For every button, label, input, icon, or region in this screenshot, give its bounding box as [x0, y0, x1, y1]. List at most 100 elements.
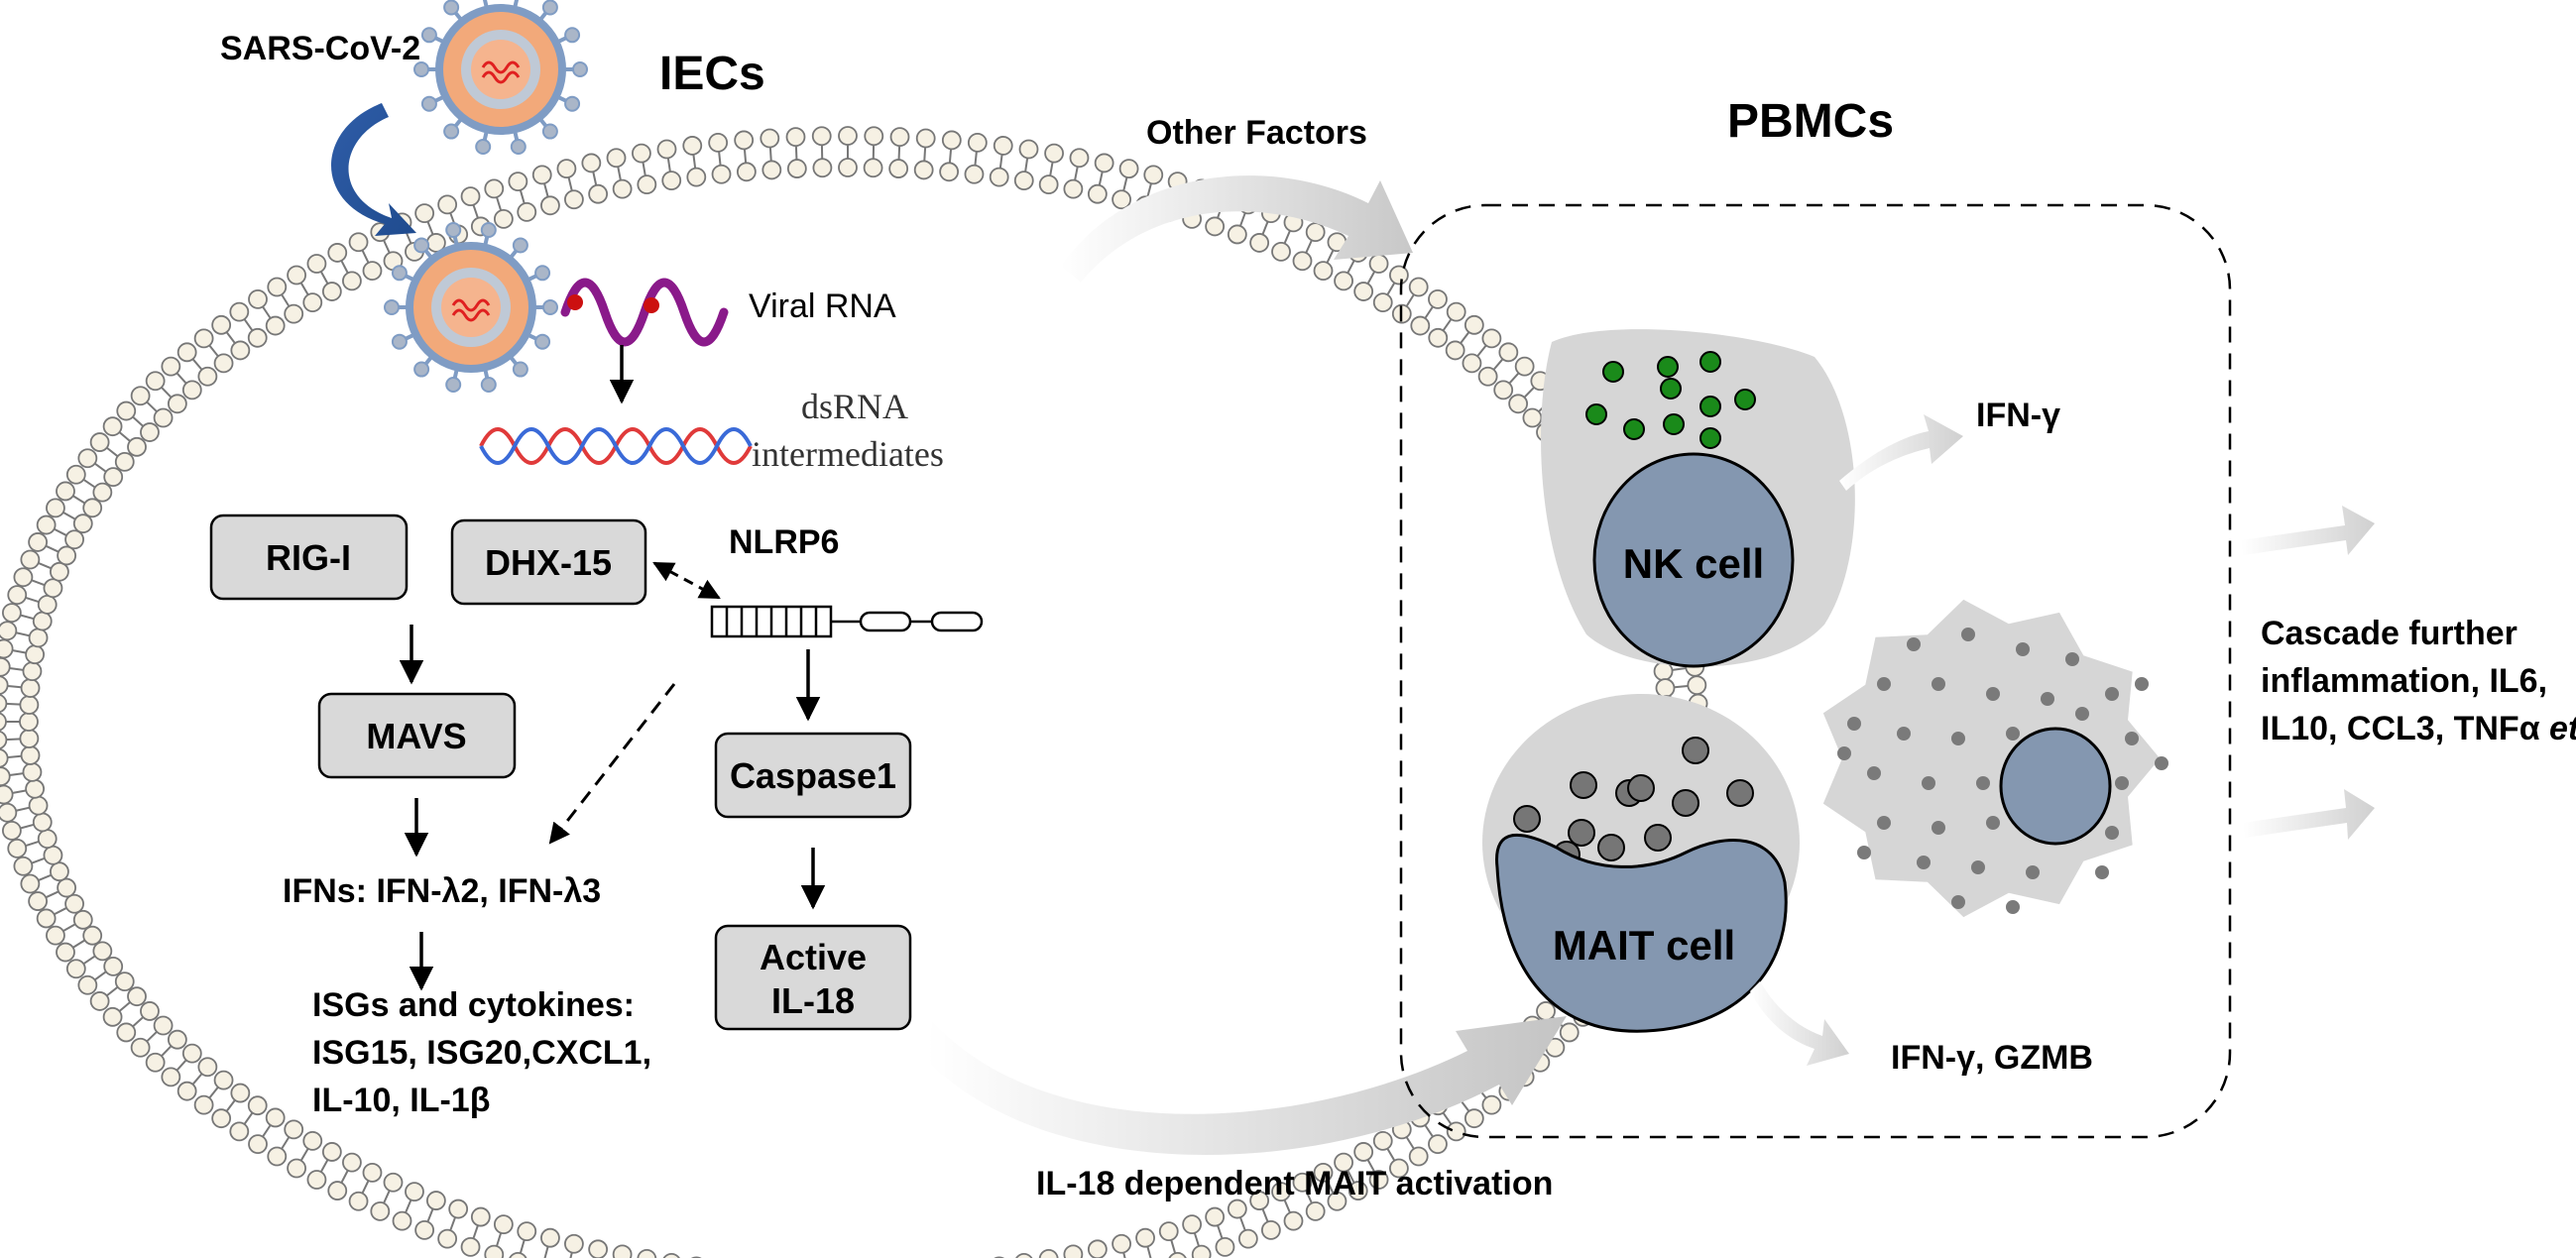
nk-granule-icon	[1585, 403, 1607, 425]
nk-ifn-arrow	[1839, 414, 1963, 491]
spiky-granule-icon	[1877, 816, 1891, 830]
spiky-granule-icon	[2065, 652, 2079, 666]
mavs-box: MAVS	[317, 692, 517, 779]
nk-cell-label: NK cell	[1623, 540, 1764, 587]
spiky-granule-icon	[2125, 732, 2139, 745]
spiky-granule-icon	[1951, 895, 1965, 909]
viral-rna-icon	[560, 278, 729, 347]
nlrp6-label: NLRP6	[729, 523, 839, 561]
mait-granule-icon	[1597, 834, 1625, 861]
spiky-granule-icon	[1961, 628, 1975, 641]
svg-text:RIG-I: RIG-I	[266, 537, 351, 578]
spiky-granule-icon	[1867, 766, 1881, 780]
nk-granule-icon	[1699, 351, 1721, 373]
caspase1-box: Caspase1	[714, 732, 912, 819]
isgs-line3: IL-10, IL-1β	[312, 1082, 490, 1119]
spiky-granule-icon	[2041, 692, 2054, 706]
dsrna-label-line2: intermediates	[752, 434, 944, 474]
mait-ifn-arrow	[1750, 981, 1849, 1066]
spiky-granule-icon	[2016, 642, 2030, 656]
nk-granule-icon	[1699, 427, 1721, 449]
cascade-line1: Cascade further	[2261, 615, 2517, 652]
svg-text:MAVS: MAVS	[366, 716, 466, 756]
pbmc-region	[1399, 203, 2232, 1139]
arrow-nlrp6-to-ifns	[548, 683, 676, 845]
virus-particle-outer	[413, 0, 588, 155]
mait-granule-icon	[1726, 779, 1754, 807]
spiky-granule-icon	[2026, 865, 2040, 879]
mait-granule-icon	[1644, 824, 1672, 852]
nk-granule-icon	[1699, 396, 1721, 417]
dsrna-strand-blue-icon	[479, 427, 753, 465]
nk-granule-icon	[1602, 361, 1624, 383]
nk-nucleus	[1592, 452, 1795, 668]
isgs-line2: ISG15, ISG20,CXCL1,	[312, 1034, 651, 1072]
spiky-granule-icon	[2075, 707, 2089, 721]
rna-marker-icon	[567, 294, 583, 310]
cascade-line3: IL10, CCL3, TNFα etc.	[2261, 710, 2576, 747]
arrow-dhx15-nlrp6	[652, 561, 721, 600]
il18-mait-arrow	[927, 1016, 1567, 1156]
nlrp6-domain-icon	[710, 605, 984, 638]
spiky-granule-icon	[1837, 746, 1851, 760]
viral-rna-label: Viral RNA	[749, 287, 896, 325]
svg-text:Active: Active	[760, 937, 867, 977]
cascade-line2: inflammation, IL6,	[2261, 662, 2547, 700]
mait-ifn-gzmb-label: IFN-γ, GZMB	[1891, 1039, 2093, 1077]
spiky-granule-icon	[1986, 687, 2000, 701]
spiky-granule-icon	[1932, 677, 1945, 691]
nk-ifn-label: IFN-γ	[1976, 397, 2060, 434]
mait-granule-icon	[1682, 737, 1709, 764]
virus-particle-inner	[384, 222, 558, 393]
pbmcs-title: PBMCs	[1727, 95, 1894, 148]
mait-granule-icon	[1568, 819, 1595, 847]
other-factors-label: Other Factors	[1146, 114, 1367, 152]
spiky-granule-icon	[2105, 826, 2119, 840]
spiky-granule-icon	[2135, 677, 2149, 691]
spiky-granule-icon	[2006, 727, 2020, 741]
spiky-granule-icon	[1922, 776, 1935, 790]
mait-granule-icon	[1570, 771, 1597, 799]
entry-arrow	[331, 103, 416, 236]
nk-granule-icon	[1623, 418, 1645, 440]
ifns-label: IFNs: IFN-λ2, IFN-λ3	[283, 872, 601, 910]
isgs-line1: ISGs and cytokines:	[312, 986, 635, 1024]
spiky-granule-icon	[1976, 776, 1990, 790]
spiky-granule-icon	[2006, 900, 2020, 914]
active-il18-box: Active IL-18	[714, 924, 912, 1031]
il18-mait-label: IL-18 dependent MAIT activation	[1036, 1165, 1553, 1202]
spiky-granule-icon	[1917, 856, 1931, 869]
cascade-arrow-lower	[2243, 789, 2375, 840]
virus-label: SARS-CoV-2	[220, 30, 420, 67]
spiky-granule-icon	[2095, 865, 2109, 879]
spiky-granule-icon	[2155, 756, 2168, 770]
dhx15-box: DHX-15	[450, 518, 647, 606]
spiky-granule-icon	[1971, 860, 1985, 874]
mait-cell-label: MAIT cell	[1553, 922, 1735, 969]
iecs-title: IECs	[659, 48, 765, 100]
spiky-granule-icon	[1897, 727, 1911, 741]
other-factors-arrow	[1061, 175, 1413, 283]
svg-text:DHX-15: DHX-15	[485, 542, 612, 583]
mait-cell: MAIT cell	[1482, 694, 1800, 1033]
spiky-granule-icon	[1847, 717, 1861, 731]
mait-nucleus	[1495, 833, 1788, 1033]
spiky-granule-icon	[1907, 637, 1921, 651]
nk-granule-icon	[1657, 356, 1679, 378]
svg-text:IL-18: IL-18	[771, 980, 855, 1021]
nk-granule-icon	[1660, 378, 1682, 400]
spiky-cell	[1822, 599, 2168, 918]
cascade-arrow-upper	[2241, 506, 2375, 555]
spiky-granule-icon	[1857, 846, 1871, 859]
spiky-granule-icon	[1986, 816, 2000, 830]
nk-granule-icon	[1734, 389, 1756, 410]
svg-text:Caspase1: Caspase1	[730, 755, 896, 796]
spiky-nucleus	[1999, 727, 2112, 846]
nk-granule-icon	[1663, 413, 1685, 435]
mait-granule-icon	[1513, 805, 1541, 833]
mait-granule-icon	[1672, 789, 1699, 817]
dsrna-label-line1: dsRNA	[801, 387, 908, 426]
rig-i-box: RIG-I	[209, 514, 409, 601]
rna-marker-icon	[644, 297, 659, 313]
